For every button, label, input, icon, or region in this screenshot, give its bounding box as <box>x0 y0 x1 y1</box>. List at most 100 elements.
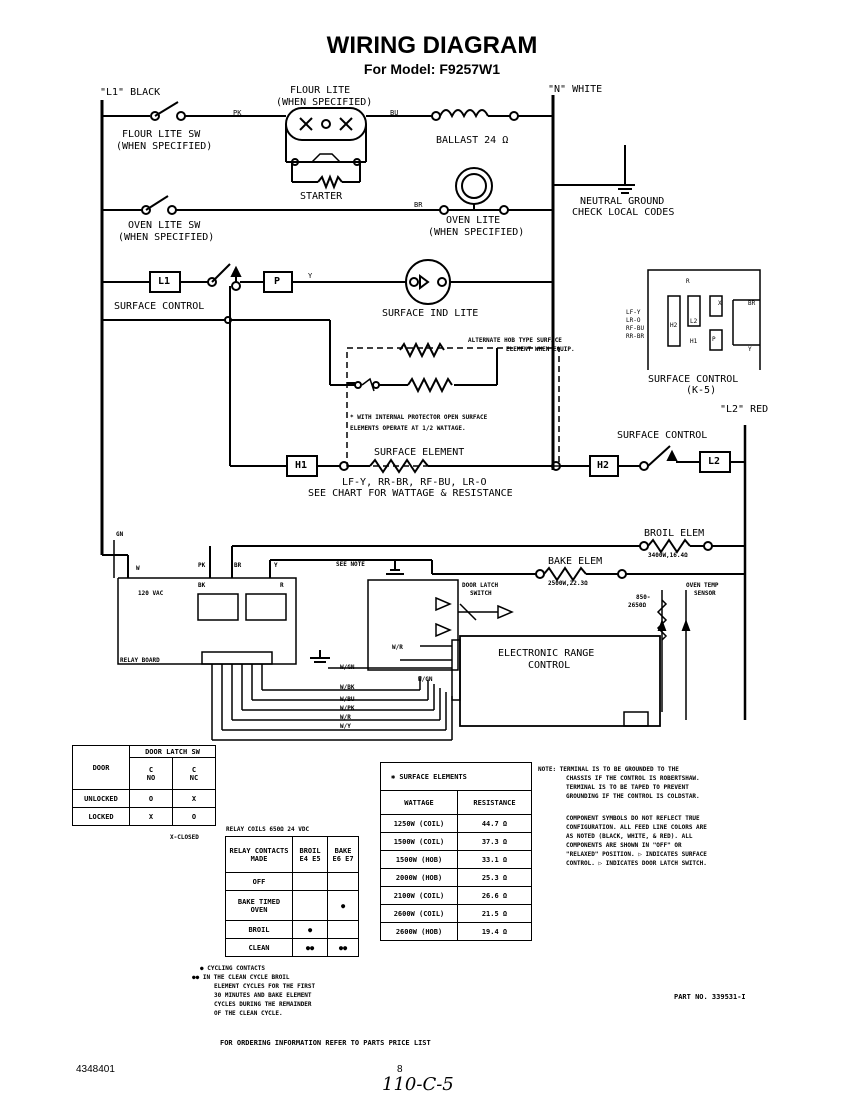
wire-w-y-label: W/Y <box>340 723 351 730</box>
bake-elem-label: BAKE ELEM <box>548 556 603 567</box>
surface-elements-table: ✱ SURFACE ELEMENTS WATTAGE RESISTANCE 12… <box>380 762 532 941</box>
sc-rf-label: RF-BU <box>626 325 645 332</box>
relay-contacts-head: RELAY CONTACTS MADE <box>225 836 293 873</box>
surface-control-label: SURFACE CONTROL <box>114 301 205 312</box>
surface-element-codes: LF-Y, RR-BR, RF-BU, LR-O <box>342 477 487 488</box>
electronic-range-control-label-2: CONTROL <box>528 660 571 671</box>
sc-rr-label: RR-BR <box>626 333 645 340</box>
wire-r-relay-label: R <box>280 582 284 589</box>
component-note-2: CONFIGURATION. ALL FEED LINE COLORS ARE <box>566 824 707 831</box>
relay-note-2: ●● IN THE CLEAN CYCLE BROIL <box>192 974 290 981</box>
door-latch-sw-head: DOOR LATCH SW <box>129 745 216 758</box>
l1-black-label: "L1" BLACK <box>100 87 161 98</box>
relay-board-label: RELAY BOARD <box>120 657 160 664</box>
starter-label: STARTER <box>300 191 343 202</box>
sc-x-label: X <box>718 300 722 307</box>
resistance-head: RESISTANCE <box>457 790 532 815</box>
oven-lite-sw-when-specified: (WHEN SPECIFIED) <box>118 232 215 243</box>
table-row: BAKE TIMED OVEN● <box>225 890 359 921</box>
component-note-1: COMPONENT SYMBOLS DO NOT REFLECT TRUE <box>566 815 700 822</box>
surface-control-detail-label: SURFACE CONTROL <box>648 374 739 385</box>
relay-note-4: 30 MINUTES AND BAKE ELEMENT <box>214 992 312 999</box>
oven-lite-sw-label: OVEN LITE SW <box>128 220 201 231</box>
sc-p-label: P <box>712 336 716 343</box>
wire-w-label: W <box>136 565 140 572</box>
sc-r-label: R <box>686 278 690 285</box>
oven-lite-label: OVEN LITE <box>446 215 501 226</box>
relay-note-6: OF THE CLEAN CYCLE. <box>214 1010 283 1017</box>
wattage-head: WATTAGE <box>380 790 458 815</box>
wire-bu-label: BU <box>390 109 399 117</box>
ordering-info: FOR ORDERING INFORMATION REFER TO PARTS … <box>220 1039 431 1047</box>
table-row: 1250W (COIL)44.7 Ω <box>380 814 532 833</box>
table-row: 2100W (COIL)26.6 Ω <box>380 886 532 905</box>
surface-control-l2-label: SURFACE CONTROL <box>617 430 708 441</box>
bake-elem-spec: 2500W,22.3Ω <box>548 580 588 587</box>
table-row: 1500W (COIL)37.3 Ω <box>380 832 532 851</box>
wire-br-label: BR <box>414 201 423 209</box>
component-note-5: "RELAXED" POSITION. ▷ INDICATES SURFACE <box>566 851 707 858</box>
wire-w-gn-label: W/GN <box>340 664 355 671</box>
page-number: 8 <box>397 1064 403 1075</box>
broil-elem-label: BROIL ELEM <box>644 528 705 539</box>
sc-h1-label: H1 <box>690 338 698 345</box>
flour-lite-label: FLOUR LITE <box>290 85 351 96</box>
oven-temp-sensor-label-2: SENSOR <box>694 590 716 597</box>
wire-pk-label: PK <box>233 109 242 117</box>
surface-ind-lite-label: SURFACE IND LITE <box>382 308 479 319</box>
oven-temp-sensor-label-1: OVEN TEMP <box>686 582 719 589</box>
wire-br-relay-label: BR <box>234 562 242 569</box>
oven-lite-when-specified: (WHEN SPECIFIED) <box>428 227 525 238</box>
electronic-range-control-label-1: ELECTRONIC RANGE <box>498 648 595 659</box>
bake-head: BAKE E6 E7 <box>327 836 359 873</box>
sensor-range-1: 850- <box>636 594 651 601</box>
flour-lite-sw-label: FLOUR LITE SW <box>122 129 201 140</box>
wire-w-r2-label: W/R <box>340 714 351 721</box>
door-latch-switch-label-1: DOOR LATCH <box>462 582 499 589</box>
box-l1: L1 <box>158 276 171 287</box>
protector-note-1: * WITH INTERNAL PROTECTOR OPEN SURFACE <box>350 414 488 421</box>
sc-y-label: Y <box>748 346 752 353</box>
sc-lf-label: LF-Y <box>626 309 641 316</box>
door-latch-switch-label-2: SWITCH <box>470 590 492 597</box>
see-chart-label: SEE CHART FOR WATTAGE & RESISTANCE <box>308 488 513 499</box>
see-note-label: SEE NOTE <box>336 561 365 568</box>
table-row: 2600W (HOB)19.4 Ω <box>380 922 532 941</box>
component-note-3: AS NOTED (BLACK, WHITE, & RED). ALL <box>566 833 693 840</box>
handwritten-note: 110-C-5 <box>382 1074 454 1095</box>
note-line-3: TERMINAL IS TO BE TAPED TO PREVENT <box>566 784 689 791</box>
ballast-label: BALLAST 24 Ω <box>436 135 509 146</box>
protector-note-2: ELEMENTS OPERATE AT 1/2 WATTAGE. <box>350 425 466 432</box>
sc-lr-label: LR-O <box>626 317 641 324</box>
wire-w-gn-2-label: W/GN <box>418 676 433 683</box>
document-number: 4348401 <box>76 1064 115 1075</box>
wire-w-bk-label: W/BK <box>340 684 355 691</box>
table-row: 1500W (HOB)33.1 Ω <box>380 850 532 869</box>
flour-lite-sw-when-specified: (WHEN SPECIFIED) <box>116 141 213 152</box>
relay-table: RELAY CONTACTS MADE BROIL E4 E5 BAKE E6 … <box>225 836 359 957</box>
table-row: BROIL● <box>225 920 359 939</box>
wire-w-pk-label: W/PK <box>340 705 355 712</box>
wire-gn-label: GN <box>116 531 124 538</box>
note-line-4: GROUNDING IF THE CONTROL IS COLDSTAR. <box>566 793 700 800</box>
box-p: P <box>274 276 281 287</box>
relay-note-3: ELEMENT CYCLES FOR THE FIRST <box>214 983 316 990</box>
box-h2: H2 <box>597 460 610 471</box>
table-row: 2000W (HOB)25.3 Ω <box>380 868 532 887</box>
note-line-1: NOTE: TERMINAL IS TO BE GROUNDED TO THE <box>538 766 679 773</box>
sc-h2-label: H2 <box>670 322 678 329</box>
check-local-codes-label: CHECK LOCAL CODES <box>572 207 675 218</box>
surface-element-label: SURFACE ELEMENT <box>374 447 465 458</box>
flour-lite-when-specified: (WHEN SPECIFIED) <box>276 97 373 108</box>
door-table-note: X-CLOSED <box>170 834 199 841</box>
diagram-title: WIRING DIAGRAM <box>326 32 538 59</box>
neutral-ground-label: NEUTRAL GROUND <box>580 196 665 207</box>
alt-hob-label-1: ALTERNATE HOB TYPE SURFACE <box>468 337 562 344</box>
wire-bk-relay-label: BK <box>198 582 206 589</box>
